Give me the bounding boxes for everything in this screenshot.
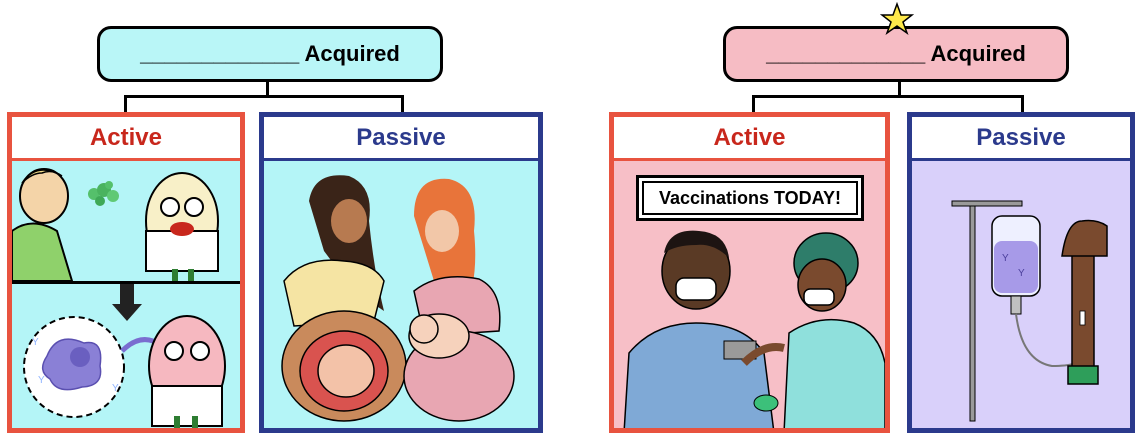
- artificial-passive-illustration: Y Y: [912, 161, 1130, 428]
- right-connector-drop-active: [752, 95, 755, 113]
- right-connector-vertical: [898, 82, 901, 96]
- natural-active-panel: Active: [7, 112, 245, 433]
- germ-cloud: [88, 181, 119, 206]
- svg-text:Y: Y: [38, 375, 45, 386]
- natural-passive-panel: Passive: [259, 112, 543, 433]
- svg-text:Y: Y: [112, 383, 119, 394]
- artificial-active-title: Active: [614, 117, 885, 161]
- pregnant-mother-illustration: [281, 175, 407, 422]
- vaccination-sign-text: Vaccinations TODAY!: [658, 187, 842, 208]
- macrophage-cell-illustration: Y Y Y: [23, 316, 125, 418]
- natural-passive-title: Passive: [264, 117, 538, 161]
- natural-active-title: Active: [12, 117, 240, 161]
- artificial-acquired-header: _____________ Acquired: [723, 26, 1069, 82]
- left-connector-vertical: [266, 82, 269, 96]
- breastfeeding-mother-illustration: [403, 178, 515, 422]
- artificial-active-illustration: Vaccinations TODAY!: [614, 161, 885, 428]
- artificial-passive-panel: Passive Y Y: [907, 112, 1135, 433]
- right-connector-horizontal: [752, 95, 1024, 98]
- patient-illustration: [623, 230, 775, 428]
- svg-text:Y: Y: [1002, 253, 1009, 264]
- star-icon: [880, 2, 914, 35]
- artificial-passive-title: Passive: [912, 117, 1130, 161]
- down-arrow-icon: [112, 284, 142, 321]
- natural-acquired-header: _____________ Acquired: [97, 26, 443, 82]
- coughing-child-illustration: [12, 168, 74, 282]
- svg-text:Y: Y: [1018, 268, 1025, 279]
- left-connector-horizontal: [124, 95, 404, 98]
- patient-arm-illustration: [1061, 219, 1108, 385]
- natural-acquired-header-text: _____________ Acquired: [140, 41, 400, 66]
- natural-passive-illustration: [264, 161, 538, 428]
- vaccination-sign: Vaccinations TODAY!: [636, 175, 864, 221]
- natural-active-illustration: Y Y Y: [12, 161, 240, 428]
- svg-text:Y: Y: [32, 337, 39, 348]
- right-connector-drop-passive: [1021, 95, 1024, 113]
- doctor-egg-illustration-top: [145, 172, 219, 281]
- nurse-illustration: [741, 232, 885, 428]
- left-connector-drop-passive: [401, 95, 404, 113]
- artificial-acquired-header-text: _____________ Acquired: [766, 41, 1026, 66]
- sick-doctor-egg-illustration: [148, 315, 226, 428]
- iv-drip-illustration: Y Y: [951, 200, 1083, 422]
- artificial-active-panel: Active Vaccinations TODAY!: [609, 112, 890, 433]
- left-connector-drop-active: [124, 95, 127, 113]
